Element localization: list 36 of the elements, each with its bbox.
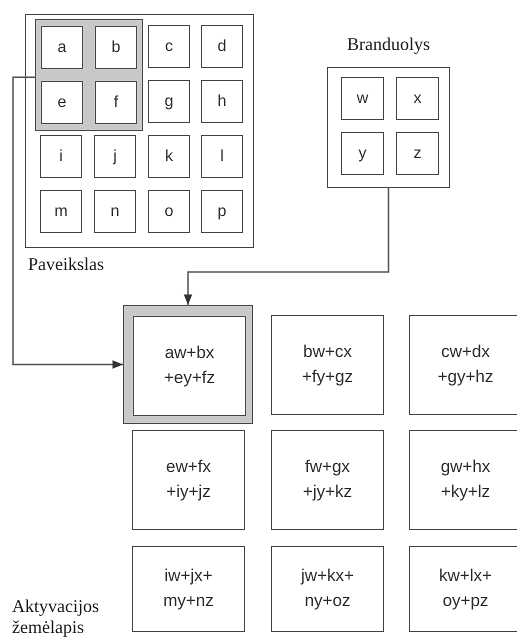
sum-cell: cw+dx +gy+hz bbox=[409, 315, 517, 415]
map-title: Aktyvacijos žemėlapis bbox=[12, 596, 100, 638]
connector-arrow bbox=[184, 188, 390, 305]
sum-cell: iw+jx+ my+nz bbox=[132, 546, 245, 632]
value-cell: a bbox=[41, 26, 83, 69]
grid-title: Paveikslas bbox=[28, 254, 104, 275]
sum-cell: ew+fx +iy+jz bbox=[132, 430, 245, 530]
value-cell: n bbox=[94, 190, 136, 233]
sum-cell: aw+bx +ey+fz bbox=[133, 316, 246, 416]
value-cell: p bbox=[201, 190, 243, 233]
value-cell: l bbox=[201, 135, 243, 178]
grid-title: Branduolys bbox=[347, 34, 430, 55]
connector-arrow bbox=[12, 76, 123, 369]
value-cell: e bbox=[41, 81, 83, 124]
value-cell: m bbox=[40, 190, 82, 233]
value-cell: c bbox=[148, 25, 190, 68]
highlight-frame bbox=[123, 305, 253, 424]
value-cell: z bbox=[396, 132, 439, 175]
value-cell: y bbox=[341, 132, 384, 175]
value-cell: f bbox=[95, 81, 137, 124]
value-cell: h bbox=[201, 80, 243, 123]
highlight-frame bbox=[35, 19, 143, 131]
value-cell: g bbox=[148, 80, 190, 123]
value-cell: o bbox=[148, 190, 190, 233]
sum-cell: gw+hx +ky+lz bbox=[409, 430, 517, 530]
value-cell: k bbox=[148, 135, 190, 178]
sum-cell: jw+kx+ ny+oz bbox=[271, 546, 384, 632]
value-cell: w bbox=[341, 77, 384, 120]
sum-cell: bw+cx +fy+gz bbox=[271, 315, 384, 415]
value-cell: x bbox=[396, 77, 439, 120]
value-cell: j bbox=[94, 135, 136, 178]
value-cell: d bbox=[201, 25, 243, 68]
value-cell: b bbox=[95, 26, 137, 69]
sum-cell: kw+lx+ oy+pz bbox=[409, 546, 517, 632]
sum-cell: fw+gx +jy+kz bbox=[271, 430, 384, 530]
value-cell: i bbox=[40, 135, 82, 178]
